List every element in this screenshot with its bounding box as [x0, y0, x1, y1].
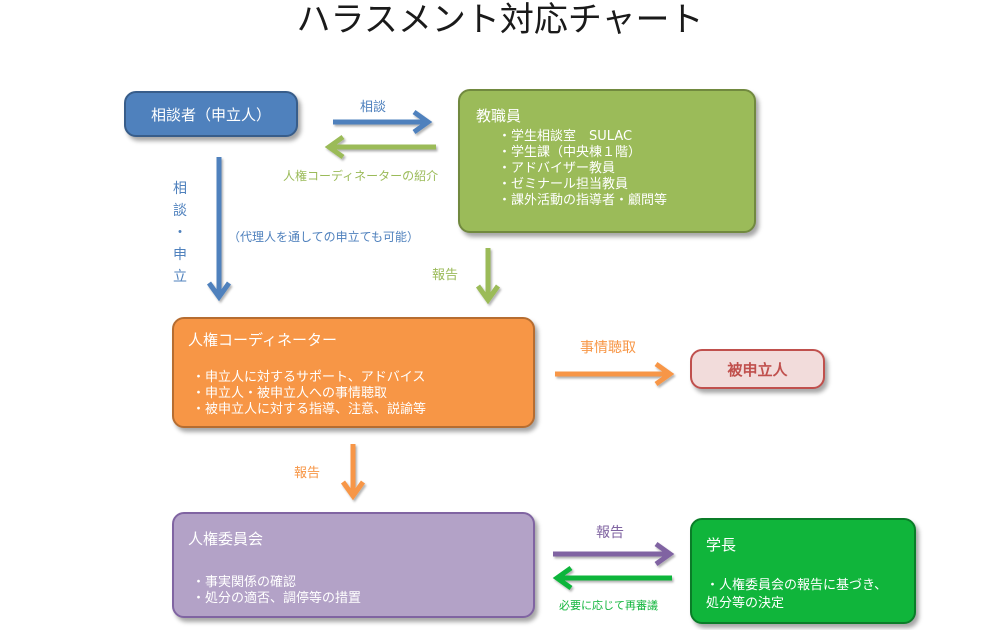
- consult-apply-arrow: [206, 157, 232, 302]
- report-coord-arrow: [340, 444, 366, 501]
- redeliberate-label: 必要に応じて再審議: [559, 599, 658, 612]
- report-staff-arrow: [475, 248, 501, 305]
- hearing-label: 事情聴取: [580, 340, 636, 356]
- list-item: 申立人・被申立人への事情聴取: [192, 386, 519, 402]
- report-committee-label: 報告: [596, 525, 624, 541]
- applicant-label: 相談者（申立人）: [150, 105, 271, 124]
- consult-label: 相談: [360, 100, 387, 115]
- consult-apply-char: 相: [173, 181, 187, 197]
- list-item: 学生相談室 SULAC: [498, 129, 738, 145]
- committee-node: 人権委員会 事実関係の確認 処分の適否、調停等の措置: [172, 512, 535, 618]
- staff-node: 教職員 学生相談室 SULAC 学生課（中央棟１階） アドバイザー教員 ゼミナー…: [458, 89, 756, 233]
- list-item: 申立人に対するサポート、アドバイス: [192, 370, 519, 386]
- list-item: アドバイザー教員: [498, 161, 738, 177]
- committee-list: 事実関係の確認 処分の適否、調停等の措置: [188, 575, 519, 607]
- president-node: 学長 人権委員会の報告に基づき、処分等の決定: [690, 518, 916, 624]
- committee-label: 人権委員会: [188, 530, 264, 548]
- list-item: 被申立人に対する指導、注意、説諭等: [192, 402, 519, 418]
- coordinator-node: 人権コーディネーター 申立人に対するサポート、アドバイス 申立人・被申立人への事…: [172, 317, 535, 428]
- redeliberate-arrow: [552, 565, 672, 591]
- respondent-label: 被申立人: [727, 360, 788, 379]
- coordinator-label: 人権コーディネーター: [188, 331, 337, 349]
- list-item: 処分の適否、調停等の措置: [192, 591, 519, 607]
- applicant-node: 相談者（申立人）: [124, 91, 298, 137]
- proxy-note: （代理人を通しての申立ても可能）: [228, 230, 420, 244]
- introduce-label: 人権コーディネーターの紹介: [283, 169, 439, 183]
- hearing-arrow: [555, 361, 675, 387]
- president-list: 人権委員会の報告に基づき、処分等の決定: [706, 577, 900, 613]
- staff-label: 教職員: [476, 107, 522, 125]
- list-item: 学生課（中央棟１階）: [498, 145, 738, 161]
- consult-apply-char: 申: [173, 247, 187, 263]
- list-item: ゼミナール担当教員: [498, 177, 738, 193]
- list-item: 人権委員会の報告に基づき、処分等の決定: [706, 577, 900, 613]
- page-title: ハラスメント対応チャート: [296, 0, 704, 40]
- list-item: 課外活動の指導者・顧問等: [498, 193, 738, 209]
- staff-list: 学生相談室 SULAC 学生課（中央棟１階） アドバイザー教員 ゼミナール担当教…: [476, 129, 738, 209]
- respondent-node: 被申立人: [690, 349, 825, 389]
- report-committee-arrow: [553, 541, 675, 567]
- president-label: 学長: [706, 536, 737, 554]
- consult-apply-char: 立: [173, 269, 187, 285]
- report-coord-label: 報告: [294, 466, 321, 481]
- introduce-arrow: [324, 134, 436, 160]
- consult-apply-char: 談: [173, 203, 187, 219]
- coordinator-list: 申立人に対するサポート、アドバイス 申立人・被申立人への事情聴取 被申立人に対す…: [188, 370, 519, 418]
- consult-apply-char: ・: [173, 225, 187, 241]
- consult-apply-label: 相 談 ・ 申 立: [170, 178, 190, 288]
- report-staff-label: 報告: [432, 268, 459, 283]
- list-item: 事実関係の確認: [192, 575, 519, 591]
- consult-arrow: [333, 109, 433, 135]
